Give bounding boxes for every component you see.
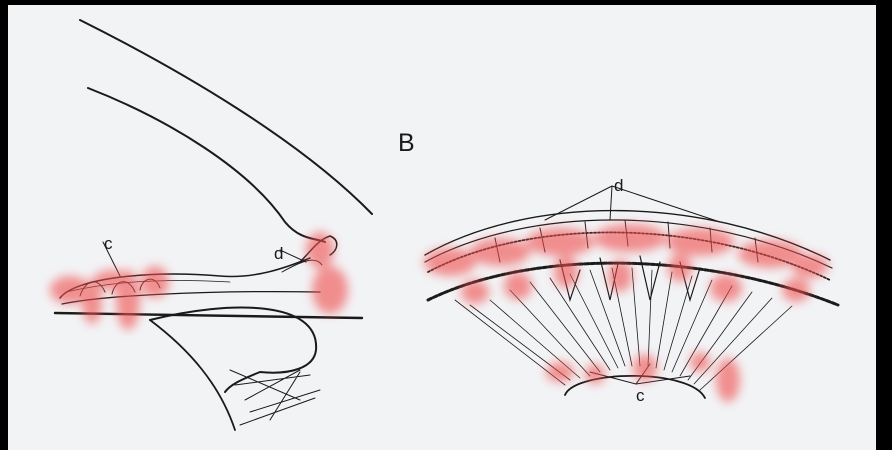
label-d-left: d: [274, 245, 283, 262]
figure-page: B c d d c: [8, 5, 876, 450]
label-c-left: c: [104, 235, 113, 252]
label-d-right: d: [614, 177, 623, 194]
anatomy-illustration: [8, 5, 876, 450]
panel-label: B: [398, 131, 415, 156]
left-panel-drawing: [55, 20, 372, 430]
label-c-right: c: [636, 387, 645, 404]
highlight-overlay: [50, 224, 828, 402]
